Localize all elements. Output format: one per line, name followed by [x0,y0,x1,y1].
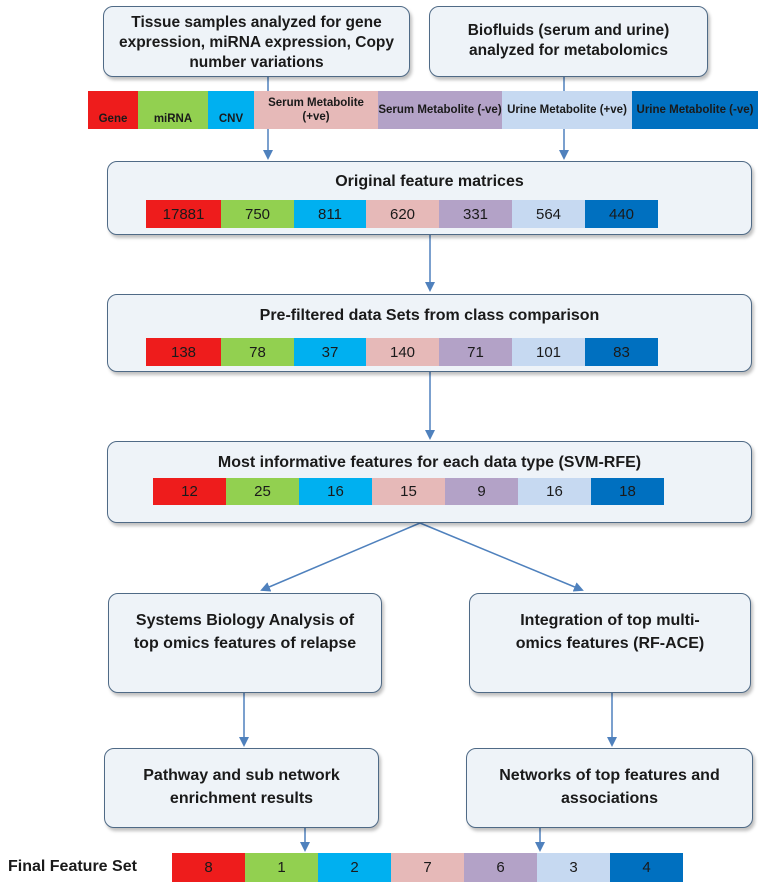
legend-cnv: CNV [208,91,254,129]
final-urine-neg-value: 4 [610,853,683,882]
informative-values-strip: 12 25 16 15 9 16 18 [153,478,664,505]
prefiltered-mirna-value: 78 [221,338,294,366]
networks-box: Networks of top features and association… [466,748,753,828]
prefiltered-urine-pos-value: 101 [512,338,585,366]
legend-serum-neg: Serum Metabolite (-ve) [378,91,502,129]
pathway-text: Pathway and sub network enrichment resul… [143,767,340,807]
prefiltered-serum-neg-value: 71 [439,338,512,366]
original-urine-neg-value: 440 [585,200,658,228]
final-urine-pos-value: 3 [537,853,610,882]
legend-mirna: miRNA [138,91,208,129]
original-gene-value: 17881 [146,200,221,228]
systems-biology-box: Systems Biology Analysis of top omics fe… [108,593,382,693]
final-gene-value: 8 [172,853,245,882]
legend-gene: Gene [88,91,138,129]
informative-title: Most informative features for each data … [217,454,642,471]
final-serum-pos-value: 7 [391,853,464,882]
data-type-legend: Gene miRNA CNV Serum Metabolite (+ve) Se… [88,91,758,129]
tissue-samples-box: Tissue samples analyzed for gene express… [103,6,410,77]
original-serum-pos-value: 620 [366,200,439,228]
informative-serum-pos-value: 15 [372,478,445,505]
informative-urine-neg-value: 18 [591,478,664,505]
systems-biology-text: Systems Biology Analysis of top omics fe… [133,612,357,652]
tissue-samples-text: Tissue samples analyzed for gene express… [118,14,395,71]
prefiltered-serum-pos-value: 140 [366,338,439,366]
original-serum-neg-value: 331 [439,200,512,228]
informative-gene-value: 12 [153,478,226,505]
informative-urine-pos-value: 16 [518,478,591,505]
original-mirna-value: 750 [221,200,294,228]
final-feature-set-label: Final Feature Set [8,858,137,875]
prefiltered-gene-value: 138 [146,338,221,366]
prefiltered-values-strip: 138 78 37 140 71 101 83 [146,338,658,366]
pathway-box: Pathway and sub network enrichment resul… [104,748,379,828]
legend-urine-neg: Urine Metabolite (-ve) [632,91,758,129]
final-cnv-value: 2 [318,853,391,882]
biofluids-text: Biofluids (serum and urine) analyzed for… [467,22,670,59]
arrow-informative-to-integration [419,522,584,592]
legend-serum-pos: Serum Metabolite (+ve) [254,91,378,129]
final-mirna-value: 1 [245,853,318,882]
original-cnv-value: 811 [294,200,366,228]
informative-serum-neg-value: 9 [445,478,518,505]
informative-cnv-value: 16 [299,478,372,505]
original-matrices-title: Original feature matrices [335,173,524,190]
biofluids-box: Biofluids (serum and urine) analyzed for… [429,6,708,77]
integration-box: Integration of top multi-omics features … [469,593,751,693]
arrow-informative-to-systems [260,522,421,592]
networks-text: Networks of top features and association… [499,767,720,807]
prefiltered-cnv-value: 37 [294,338,366,366]
prefiltered-title: Pre-filtered data Sets from class compar… [259,307,600,324]
informative-mirna-value: 25 [226,478,299,505]
prefiltered-urine-neg-value: 83 [585,338,658,366]
original-urine-pos-value: 564 [512,200,585,228]
original-matrices-box: Original feature matrices 17881 750 811 … [107,161,752,235]
final-serum-neg-value: 6 [464,853,537,882]
final-values-strip: 8 1 2 7 6 3 4 [172,853,683,882]
prefiltered-box: Pre-filtered data Sets from class compar… [107,294,752,372]
integration-text: Integration of top multi-omics features … [515,612,705,652]
informative-box: Most informative features for each data … [107,441,752,523]
legend-urine-pos: Urine Metabolite (+ve) [502,91,632,129]
original-values-strip: 17881 750 811 620 331 564 440 [146,200,658,228]
